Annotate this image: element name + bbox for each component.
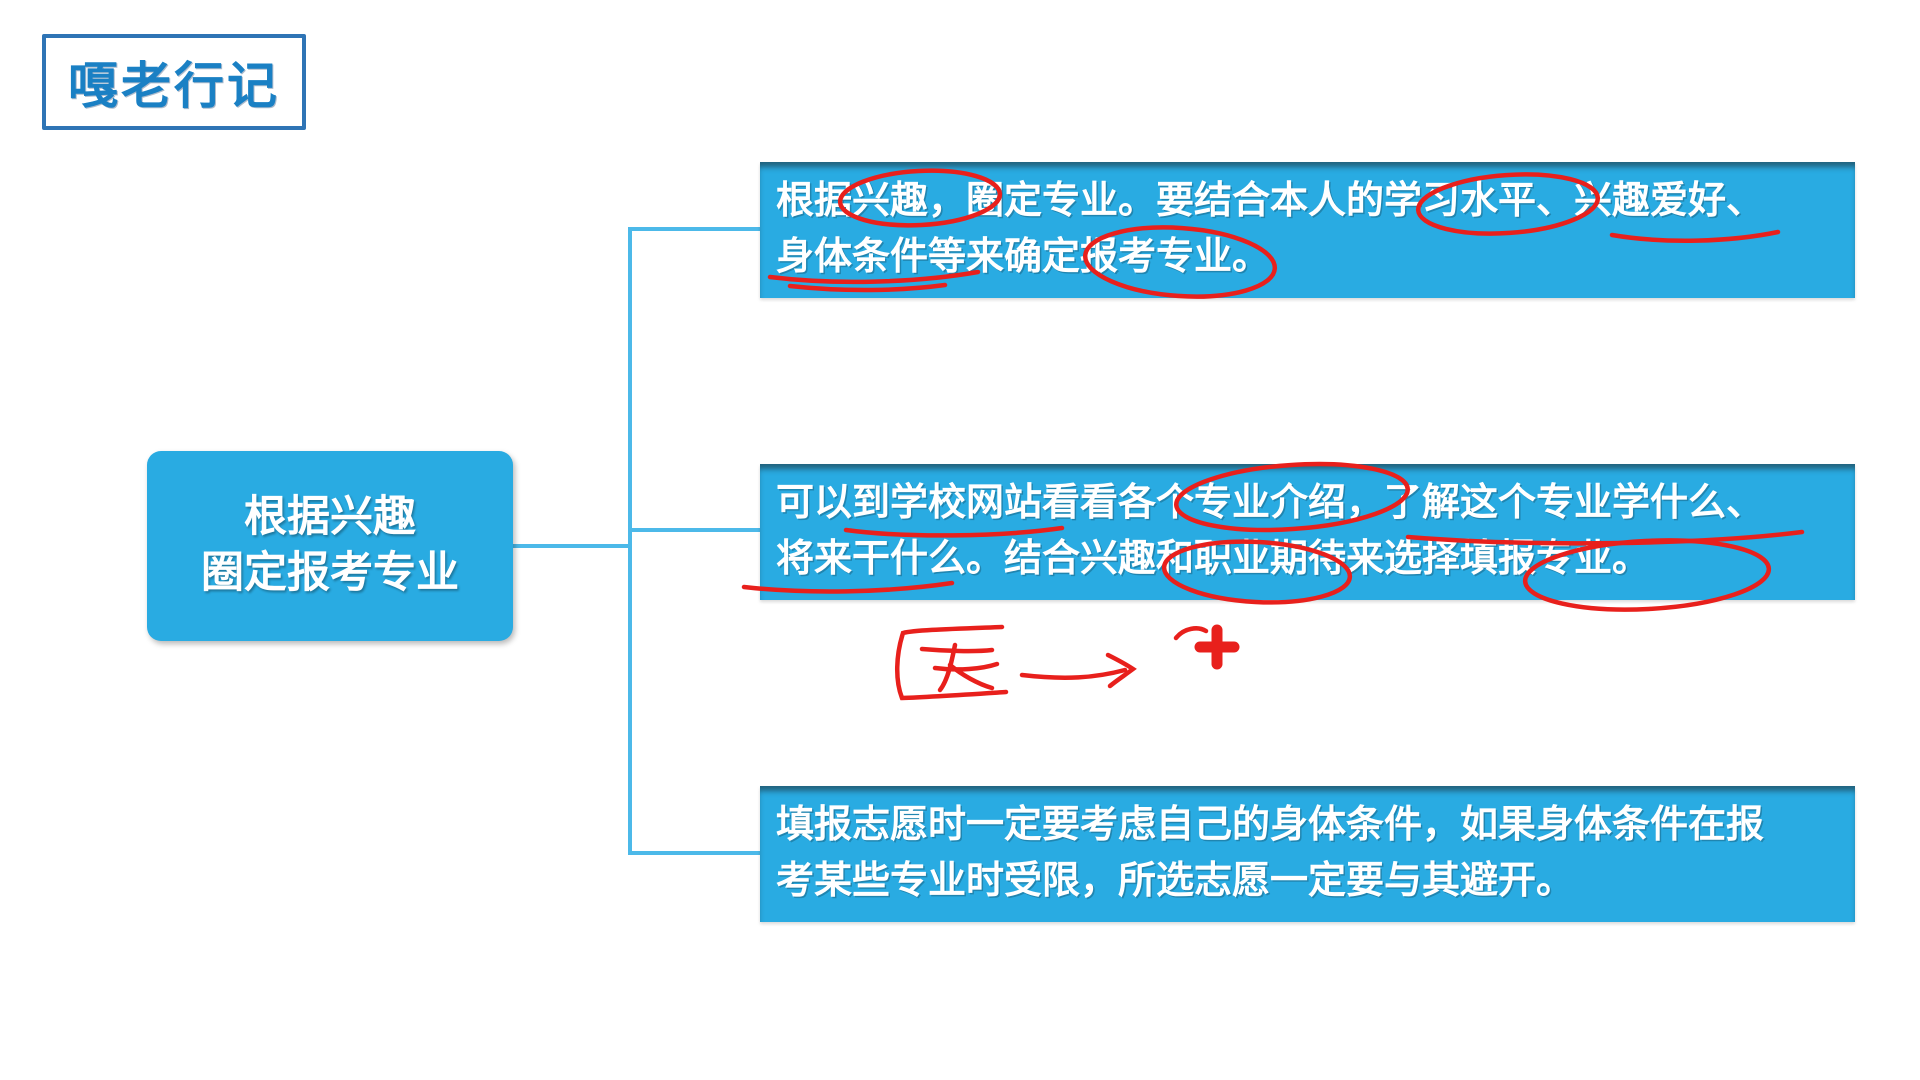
branch-1-line-1: 根据兴趣，圈定专业。要结合本人的学习水平、兴趣爱好、 [776,180,1765,222]
connector-vertical-line [628,227,632,855]
branch-1-line-2: 身体条件等来确定报考专业。 [776,236,1271,278]
handwritten-scribble [897,627,1006,698]
root-topic-node: 根据兴趣 圈定报考专业 [147,451,513,641]
root-topic-line-1: 根据兴趣 [244,493,416,542]
watermark-logo: 嘎老行记 [42,34,306,130]
branch-2-text: 可以到学校网站看看各个专业介绍，了解这个专业学什么、 将来干什么。结合兴趣和职业… [760,464,1855,587]
plus-mark-icon [1200,630,1234,664]
branch-2-line-2: 将来干什么。结合兴趣和职业期待来选择填报专业。 [776,538,1651,580]
branch-bar-1: 根据兴趣，圈定专业。要结合本人的学习水平、兴趣爱好、 身体条件等来确定报考专业。 [760,162,1855,298]
connector-to-branch-2 [628,528,760,532]
branch-bar-3: 填报志愿时一定要考虑自己的身体条件，如果身体条件在报 考某些专业时受限，所选志愿… [760,786,1855,922]
branch-3-text: 填报志愿时一定要考虑自己的身体条件，如果身体条件在报 考某些专业时受限，所选志愿… [760,786,1855,909]
branch-3-line-1: 填报志愿时一定要考虑自己的身体条件，如果身体条件在报 [776,804,1765,846]
branch-3-line-2: 考某些专业时受限，所选志愿一定要与其避开。 [776,860,1575,902]
connector-to-branch-3 [628,851,760,855]
connector-from-root [511,544,631,548]
branch-bar-2: 可以到学校网站看看各个专业介绍，了解这个专业学什么、 将来干什么。结合兴趣和职业… [760,464,1855,600]
root-topic-line-2: 圈定报考专业 [201,549,459,597]
logo-text: 嘎老行记 [68,58,280,114]
right-arrow-icon [1022,655,1133,686]
branch-2-line-1: 可以到学校网站看看各个专业介绍，了解这个专业学什么、 [776,482,1765,524]
branch-1-text: 根据兴趣，圈定专业。要结合本人的学习水平、兴趣爱好、 身体条件等来确定报考专业。 [760,162,1855,285]
connector-to-branch-1 [628,227,760,231]
small-hook-mark [1176,628,1206,638]
